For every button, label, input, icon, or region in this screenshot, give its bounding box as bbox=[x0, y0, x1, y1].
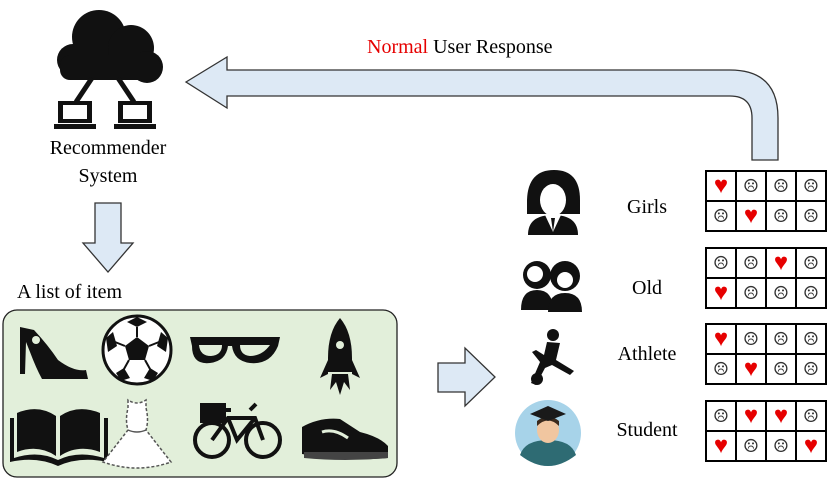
sad-face-icon: ☹ bbox=[736, 171, 766, 201]
student-icon bbox=[515, 400, 581, 466]
heart-icon: ♥ bbox=[736, 201, 766, 231]
response-grid-old: ☹☹♥☹♥☹☹☹ bbox=[705, 247, 827, 309]
title-highlight: Normal bbox=[367, 36, 429, 58]
recommender-label: Recommender System bbox=[30, 134, 186, 190]
rocket-icon bbox=[320, 318, 360, 395]
heart-icon: ♥ bbox=[706, 278, 736, 308]
sad-face-icon: ☹ bbox=[766, 201, 796, 231]
item-list-label: A list of item bbox=[17, 281, 122, 303]
sad-face-icon: ☹ bbox=[736, 278, 766, 308]
heart-icon: ♥ bbox=[736, 354, 766, 384]
heart-icon: ♥ bbox=[736, 401, 766, 431]
sad-face-icon: ☹ bbox=[736, 248, 766, 278]
feedback-arrow bbox=[184, 55, 779, 161]
heart-icon: ♥ bbox=[766, 401, 796, 431]
item-list-panel bbox=[2, 309, 398, 478]
user-label-student: Student bbox=[616, 419, 678, 441]
sad-face-icon: ☹ bbox=[706, 354, 736, 384]
sad-face-icon: ☹ bbox=[736, 324, 766, 354]
sad-face-icon: ☹ bbox=[736, 431, 766, 461]
sad-face-icon: ☹ bbox=[796, 278, 826, 308]
elderly-icon bbox=[521, 261, 582, 312]
recommender-line1: Recommender bbox=[49, 137, 167, 159]
user-label-girls: Girls bbox=[627, 196, 667, 218]
heart-icon: ♥ bbox=[706, 171, 736, 201]
soccer-ball-icon bbox=[101, 314, 173, 386]
response-grid-athlete: ♥☹☹☹☹♥☹☹ bbox=[705, 323, 827, 385]
glasses-icon bbox=[190, 337, 280, 364]
dress-icon bbox=[101, 398, 173, 469]
sad-face-icon: ☹ bbox=[796, 171, 826, 201]
response-grid-girls: ♥☹☹☹☹♥☹☹ bbox=[705, 170, 827, 232]
girl-icon bbox=[527, 170, 580, 235]
book-icon bbox=[10, 409, 108, 466]
sad-face-icon: ☹ bbox=[796, 401, 826, 431]
sad-face-icon: ☹ bbox=[706, 201, 736, 231]
feedback-title: Normal User Response bbox=[367, 36, 553, 59]
heart-icon: ♥ bbox=[706, 431, 736, 461]
sad-face-icon: ☹ bbox=[796, 201, 826, 231]
high-heel-icon bbox=[20, 327, 88, 379]
sad-face-icon: ☹ bbox=[796, 248, 826, 278]
title-rest: User Response bbox=[428, 36, 553, 58]
heart-icon: ♥ bbox=[706, 324, 736, 354]
down-arrow bbox=[81, 202, 135, 273]
sneaker-icon bbox=[302, 418, 388, 460]
sad-face-icon: ☹ bbox=[766, 431, 796, 461]
sad-face-icon: ☹ bbox=[766, 278, 796, 308]
user-label-athlete: Athlete bbox=[617, 343, 677, 365]
sad-face-icon: ☹ bbox=[796, 324, 826, 354]
heart-icon: ♥ bbox=[796, 431, 826, 461]
bicycle-icon bbox=[193, 402, 282, 459]
sad-face-icon: ☹ bbox=[766, 171, 796, 201]
sad-face-icon: ☹ bbox=[766, 324, 796, 354]
user-label-old: Old bbox=[632, 277, 662, 299]
cloud-network-icon bbox=[54, 10, 163, 129]
right-arrow bbox=[437, 346, 496, 408]
sad-face-icon: ☹ bbox=[706, 401, 736, 431]
sad-face-icon: ☹ bbox=[766, 354, 796, 384]
response-grid-student: ☹♥♥☹♥☹☹♥ bbox=[705, 400, 827, 462]
heart-icon: ♥ bbox=[766, 248, 796, 278]
sad-face-icon: ☹ bbox=[706, 248, 736, 278]
athlete-icon bbox=[531, 329, 574, 385]
sad-face-icon: ☹ bbox=[796, 354, 826, 384]
recommender-line2: System bbox=[78, 165, 138, 187]
